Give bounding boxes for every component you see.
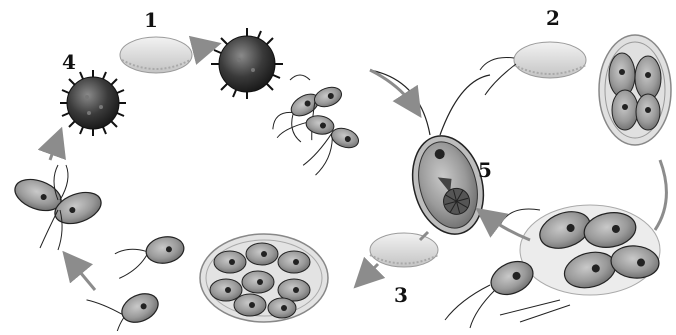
label-3: 3 xyxy=(394,285,408,305)
fusing-gametes xyxy=(11,165,106,250)
arrow-fusion-to-4 xyxy=(50,138,58,160)
zygote-left xyxy=(60,70,126,136)
arrow-gametes-to-5 xyxy=(485,215,530,240)
label-5: 5 xyxy=(478,160,492,180)
arrow-1-to-zygote xyxy=(194,46,210,50)
membrane-disk-2 xyxy=(480,42,586,95)
label-2: 2 xyxy=(546,8,560,28)
membrane-disk-3 xyxy=(370,233,438,267)
sporangium-top-right xyxy=(599,35,671,145)
membrane-disk-1 xyxy=(120,37,192,73)
gametes-cluster xyxy=(445,205,660,328)
label-4: 4 xyxy=(62,52,76,72)
zoospores-group-top xyxy=(266,75,361,185)
vegetative-cell-5 xyxy=(370,70,494,242)
arrow-gametes-up xyxy=(70,260,95,290)
sporangium-bottom xyxy=(200,234,328,322)
label-1: 1 xyxy=(144,10,158,30)
free-gametes-bottom-left xyxy=(87,234,188,331)
arrow-3-to-sporangium xyxy=(362,264,378,280)
zygote-right xyxy=(211,28,283,99)
arrow-right-side xyxy=(655,160,666,230)
